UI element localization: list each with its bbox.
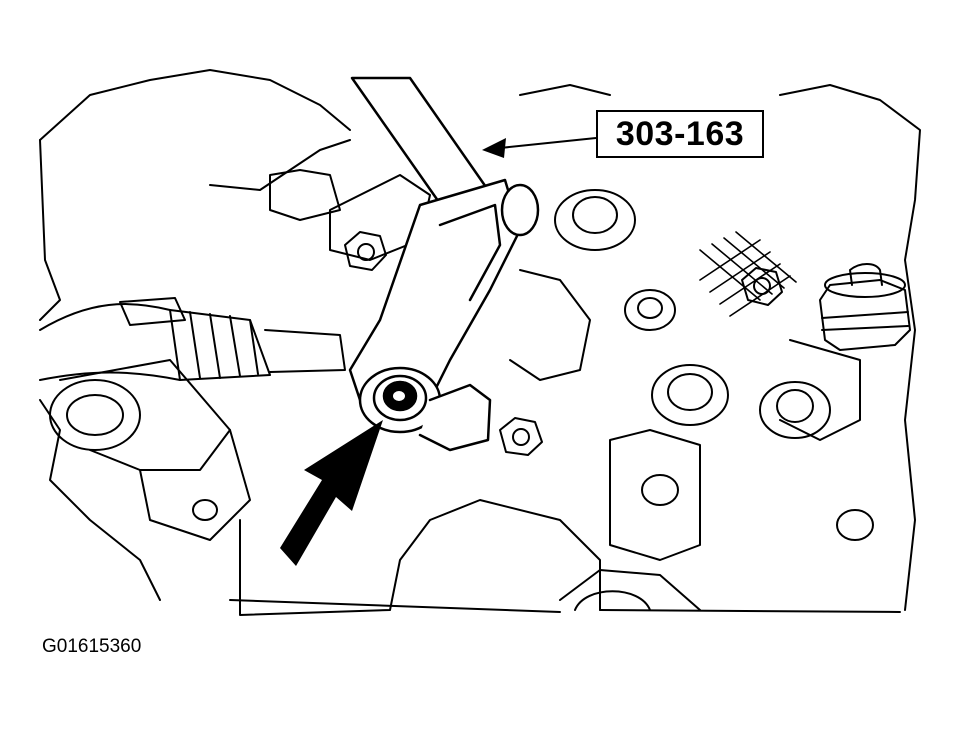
tool-303-163 (348, 76, 540, 452)
engine-outline (39, 69, 351, 141)
valve-lifter (819, 279, 911, 351)
cross-hatching (699, 231, 797, 317)
hose (39, 303, 181, 381)
bracket-hole (49, 379, 141, 451)
callout-leader-arrow (482, 137, 597, 158)
figure-id-label: G01615360 (42, 636, 142, 657)
tool-number-callout: 303-163 (596, 110, 764, 158)
cam-bosses (554, 189, 874, 541)
solid-black-pointer-arrow (280, 420, 383, 566)
